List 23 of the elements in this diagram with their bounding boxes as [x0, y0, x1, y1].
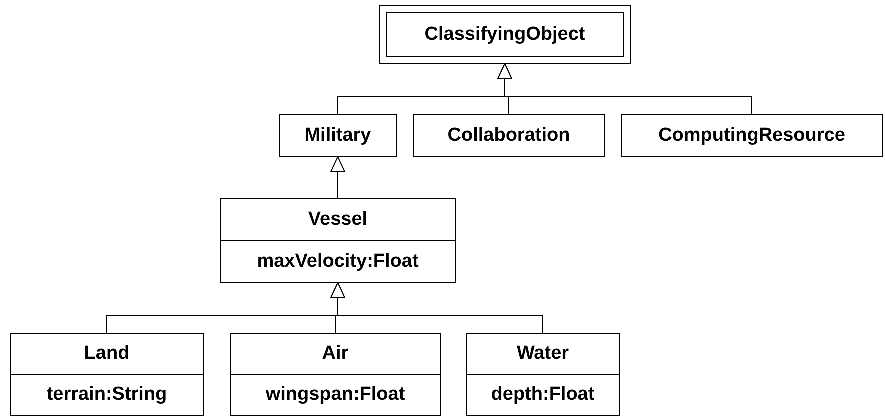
class-name: Air: [322, 343, 349, 365]
attribute-text: maxVelocity:Float: [257, 250, 419, 272]
class-box: [10, 333, 204, 416]
class-box: [230, 333, 441, 416]
class-box: [466, 333, 620, 416]
class-box: [379, 5, 631, 64]
class-name: ClassifyingObject: [424, 24, 586, 46]
attribute-text: terrain:String: [46, 384, 168, 406]
class-name: ComputingResource: [658, 124, 846, 146]
class-box: [220, 198, 456, 283]
class-box: [279, 114, 397, 157]
class-name: Collaboration: [448, 124, 570, 146]
attribute-text: depth:Float: [491, 384, 595, 406]
generalization-arrow: [330, 156, 346, 198]
class-name: Vessel: [308, 208, 368, 230]
generalization-arrow: [330, 282, 544, 334]
class-name: Land: [84, 343, 130, 365]
class-name: Military: [304, 124, 372, 146]
attribute-text: wingspan:Float: [266, 384, 406, 406]
class-box: [413, 114, 605, 157]
class-name: Water: [516, 343, 570, 365]
class-box: [621, 114, 883, 157]
generalization-arrow: [498, 64, 752, 114]
